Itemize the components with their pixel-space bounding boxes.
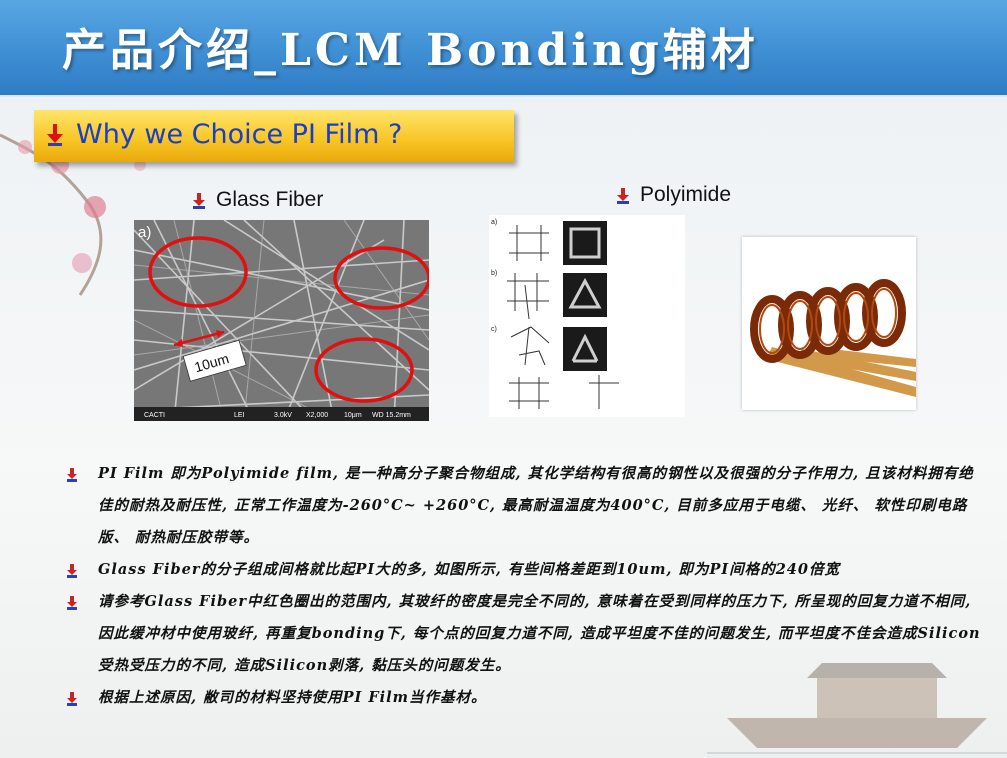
arrow-bullet-icon — [47, 124, 63, 146]
glass-fiber-sem-image: a) CACTI LEI 3.0kV X2,000 10μm WD 15.2mm… — [134, 220, 429, 421]
highlight-circle — [314, 337, 414, 403]
polyimide-molecule-figure: a) b) c) — [489, 215, 685, 417]
list-item: 根据上述原因, 敝司的材料坚持使用PI Film当作基材。 — [66, 682, 986, 714]
caption-polyimide: Polyimide — [617, 183, 732, 207]
sem-footer-text: WD 15.2mm — [372, 412, 411, 419]
explanation-list: PI Film 即为Polyimide film, 是一种高分子聚合物组成, 其… — [66, 458, 986, 714]
caption-glass-fiber: Glass Fiber — [193, 188, 324, 212]
slide-title: 产品介绍_LCM Bonding辅材 — [62, 25, 759, 76]
panel-label: a) — [491, 219, 497, 226]
panel-label: b) — [491, 270, 497, 277]
scale-label-box — [182, 339, 247, 382]
sem-panel-label: a) — [138, 224, 151, 241]
bullet-icon — [67, 564, 77, 578]
caption-text: Polyimide — [640, 183, 732, 206]
title-bar: 产品介绍_LCM Bonding辅材 — [0, 0, 1007, 97]
list-item-text: Glass Fiber的分子组成间格就比起PI大的多, 如图所示, 有些间格差距… — [98, 561, 840, 578]
list-item-text: 根据上述原因, 敝司的材料坚持使用PI Film当作基材。 — [98, 689, 487, 706]
sem-footer-text: 3.0kV — [274, 412, 292, 419]
polyimide-tape-image — [742, 237, 916, 410]
sem-footer-text: 10μm — [344, 412, 362, 419]
bullet-icon — [193, 193, 205, 209]
list-item-text: 请参考Glass Fiber中红色圈出的范围内, 其玻纤的密度是完全不同的, 意… — [98, 593, 981, 674]
highlight-circle — [333, 246, 429, 310]
bullet-icon — [67, 692, 77, 706]
sem-footer-text: LEI — [234, 412, 245, 419]
bullet-icon — [67, 596, 77, 610]
list-item: PI Film 即为Polyimide film, 是一种高分子聚合物组成, 其… — [66, 458, 986, 554]
list-item: Glass Fiber的分子组成间格就比起PI大的多, 如图所示, 有些间格差距… — [66, 554, 986, 586]
list-item-text: PI Film 即为Polyimide film, 是一种高分子聚合物组成, 其… — [98, 465, 974, 546]
highlight-circle — [148, 236, 248, 308]
boat-decoration — [707, 663, 1007, 754]
bullet-icon — [67, 468, 77, 482]
slide-background — [0, 95, 1007, 758]
list-item: 请参考Glass Fiber中红色圈出的范围内, 其玻纤的密度是完全不同的, 意… — [66, 586, 986, 682]
sem-footer-text: X2,000 — [306, 412, 328, 419]
panel-label: c) — [491, 326, 497, 333]
bullet-icon — [617, 188, 629, 204]
section-banner: Why we Choice PI Film ? — [34, 110, 514, 162]
banner-heading: Why we Choice PI Film ? — [76, 119, 403, 150]
sem-footer-text: CACTI — [144, 412, 165, 419]
caption-text: Glass Fiber — [216, 188, 324, 211]
